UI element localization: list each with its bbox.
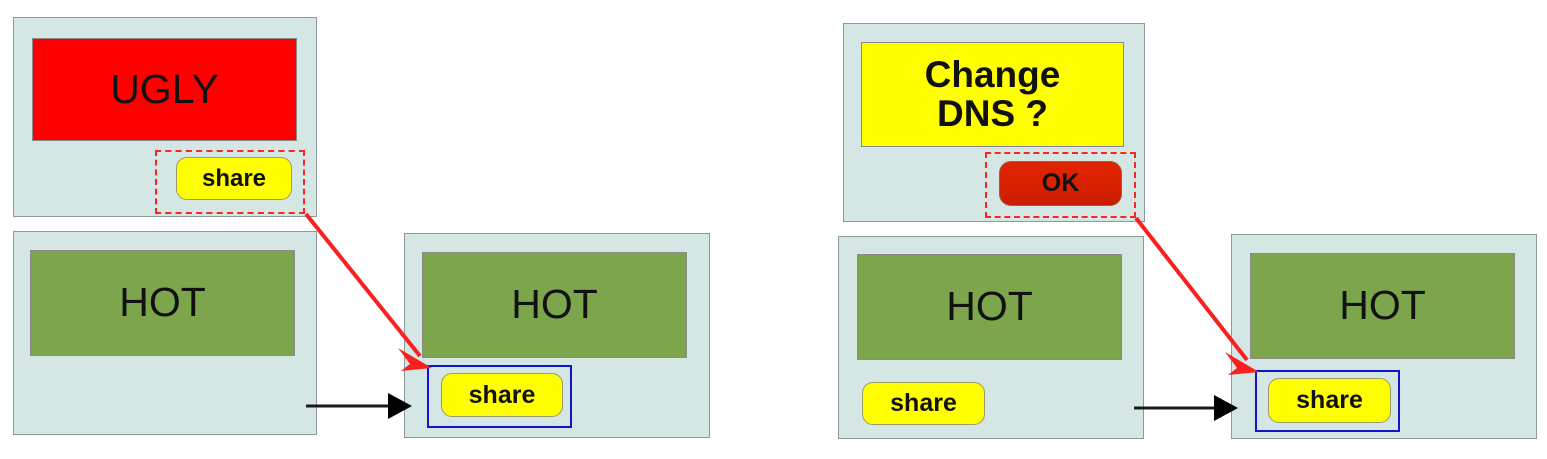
share-button-hot-after-left[interactable]: share <box>441 373 563 417</box>
share-button-hot-after-right[interactable]: share <box>1268 378 1391 423</box>
highlight-solid-left <box>427 365 572 428</box>
highlight-solid-right <box>1255 370 1400 432</box>
black-arrow-left <box>306 393 412 419</box>
ok-button[interactable]: OK <box>999 161 1122 206</box>
block-hot-before-right: HOT <box>857 254 1122 360</box>
highlight-dashed-right <box>985 152 1136 218</box>
block-hot-after-left: HOT <box>422 252 687 358</box>
share-button-hot-before-right[interactable]: share <box>862 382 985 425</box>
block-hot-before-left: HOT <box>30 250 295 356</box>
share-button-ugly-panel[interactable]: share <box>176 157 292 200</box>
highlight-dashed-left <box>155 150 305 214</box>
block-change-dns: Change DNS ? <box>861 42 1124 147</box>
black-arrow-right <box>1134 395 1238 421</box>
block-ugly: UGLY <box>32 38 297 141</box>
block-hot-after-right: HOT <box>1250 253 1515 359</box>
